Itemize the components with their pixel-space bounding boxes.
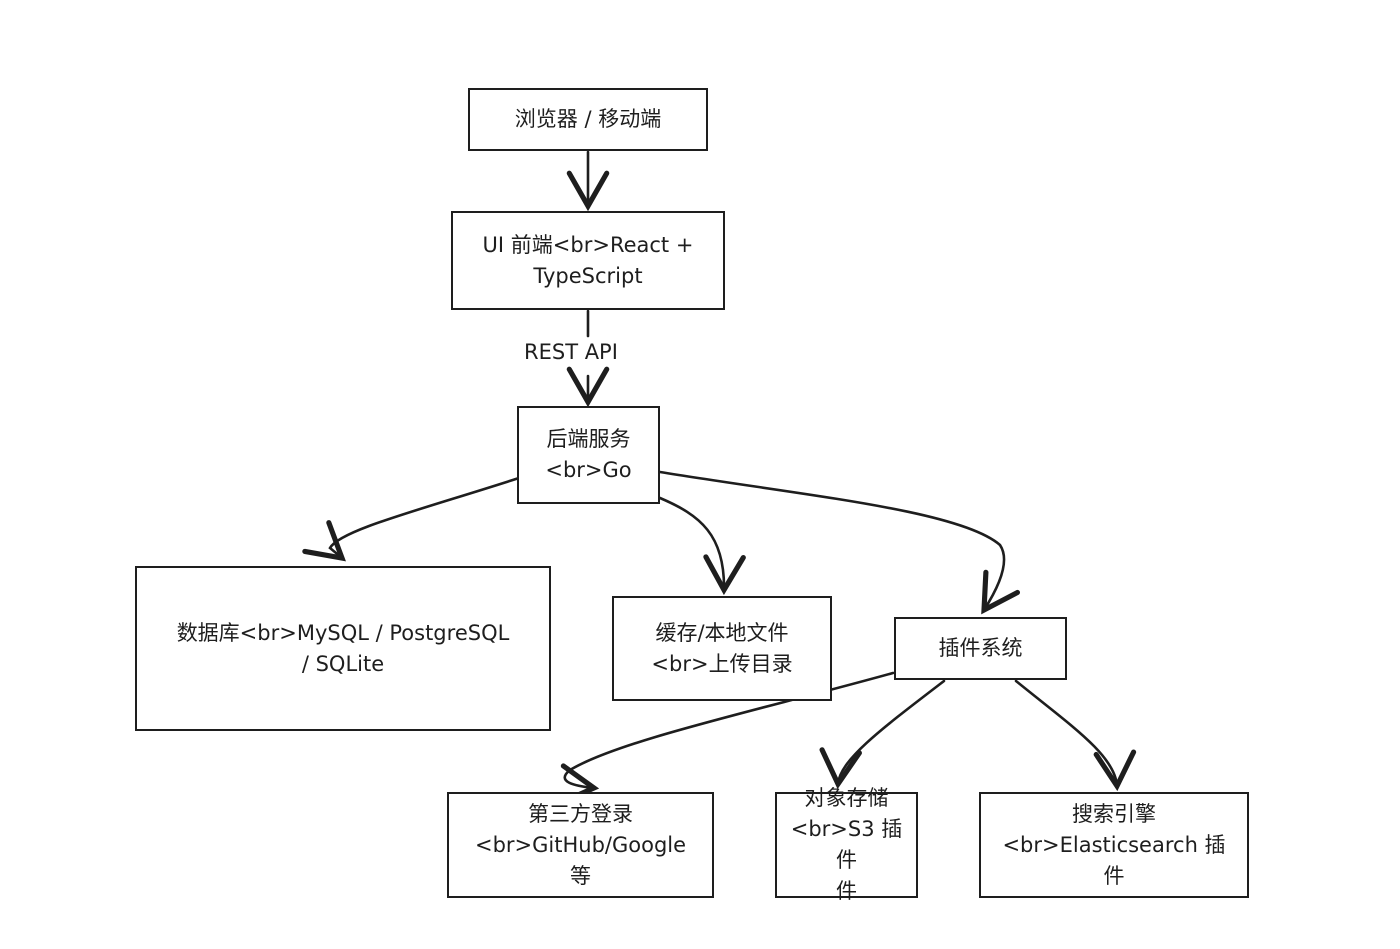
edge-backend-plugins: [658, 470, 1020, 615]
node-database-line: / SQLite: [301, 651, 385, 676]
node-storage-line: <br>上传目录: [651, 651, 793, 676]
node-s3-label: 对象存储 <br>S3 插件 件: [785, 783, 908, 907]
node-backend-line: <br>Go: [545, 458, 632, 482]
node-oauth-line: <br>GitHub/Google: [474, 832, 687, 857]
node-oauth-label: 第三方登录 <br>GitHub/Google 等: [475, 799, 686, 892]
edge-label-rest-api: REST API: [520, 340, 622, 364]
node-s3-line: 对象存储: [804, 786, 889, 810]
node-plugins[interactable]: 插件系统: [894, 617, 1067, 680]
node-oauth[interactable]: 第三方登录 <br>GitHub/Google 等: [447, 792, 714, 898]
node-s3-line: 件: [836, 879, 857, 903]
node-storage-line: 缓存/本地文件: [655, 620, 789, 645]
node-search-line: 搜索引擎: [1072, 801, 1156, 826]
node-backend-label: 后端服务 <br>Go: [545, 424, 631, 486]
node-frontend-line: UI 前端<br>React +: [482, 232, 694, 257]
node-plugins-label: 插件系统: [939, 633, 1023, 664]
node-client-label: 浏览器 / 移动端: [515, 104, 661, 135]
node-search-label: 搜索引擎 <br>Elasticsearch 插 件: [1002, 799, 1225, 892]
node-backend[interactable]: 后端服务 <br>Go: [517, 406, 660, 504]
node-frontend-line: TypeScript: [533, 263, 643, 288]
node-storage[interactable]: 缓存/本地文件 <br>上传目录: [612, 596, 832, 701]
node-plugins-line: 插件系统: [938, 636, 1023, 660]
node-backend-line: 后端服务: [546, 427, 631, 451]
node-client[interactable]: 浏览器 / 移动端: [468, 88, 708, 151]
node-database[interactable]: 数据库<br>MySQL / PostgreSQL / SQLite: [135, 566, 551, 731]
node-oauth-line: 第三方登录: [528, 801, 633, 826]
node-oauth-line: 等: [570, 863, 591, 888]
node-search-line: 件: [1103, 863, 1125, 888]
node-search[interactable]: 搜索引擎 <br>Elasticsearch 插 件: [979, 792, 1249, 898]
edge-plugins-s3: [819, 679, 946, 790]
node-search-line: <br>Elasticsearch 插: [1002, 832, 1226, 857]
node-frontend-label: UI 前端<br>React + TypeScript: [483, 230, 694, 292]
edge-backend-storage: [658, 496, 746, 596]
node-frontend[interactable]: UI 前端<br>React + TypeScript: [451, 211, 725, 310]
node-s3-line: <br>S3 插件: [790, 817, 903, 872]
node-database-line: 数据库<br>MySQL / PostgreSQL: [176, 620, 510, 645]
edge-plugins-search: [1014, 679, 1137, 792]
node-database-label: 数据库<br>MySQL / PostgreSQL / SQLite: [177, 618, 510, 680]
node-s3[interactable]: 对象存储 <br>S3 插件 件: [775, 786, 918, 903]
node-storage-label: 缓存/本地文件 <br>上传目录: [651, 618, 792, 680]
node-client-line: 浏览器 / 移动端: [514, 107, 662, 131]
edge-backend-database: [302, 476, 521, 562]
